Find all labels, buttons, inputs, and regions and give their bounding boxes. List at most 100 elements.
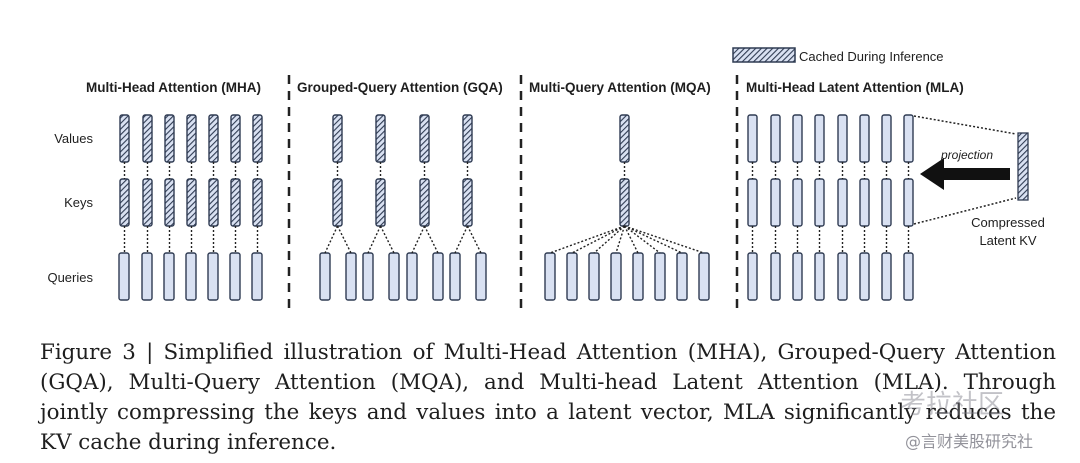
mha-query-head: [163, 252, 175, 301]
mla-query-head: [903, 252, 914, 301]
mha-key-head: [186, 178, 197, 227]
mha-key-head: [230, 178, 241, 227]
mqa-link: [615, 225, 626, 254]
gqa-key-head: [462, 178, 473, 227]
mqa-query-head: [632, 252, 644, 301]
mha-value-head: [142, 114, 153, 163]
gqa-link: [324, 225, 339, 254]
gqa-query-head: [362, 252, 374, 301]
row-label-keys: Keys: [64, 195, 93, 210]
mla-value-head: [859, 114, 870, 163]
latent-label-line1: Compressed: [971, 215, 1045, 230]
projection-arrow-icon: [920, 158, 1010, 190]
mla-query-head: [881, 252, 892, 301]
mha-value-head: [252, 114, 263, 163]
mha-value-head: [208, 114, 219, 163]
figure-caption: Figure 3 | Simplified illustration of Mu…: [40, 340, 1056, 455]
mla-query-head: [859, 252, 870, 301]
mqa-key-head: [619, 178, 630, 227]
latent-kv-block: [1017, 132, 1029, 201]
gqa-link: [454, 225, 469, 254]
gqa-query-head: [319, 252, 331, 301]
attention-diagram: Cached During Inference Multi-Head Atten…: [47, 47, 1045, 315]
mqa-query-head: [676, 252, 688, 301]
mqa-link: [593, 225, 625, 254]
row-label-queries: Queries: [47, 270, 93, 285]
mla-projection: projection Compressed Latent KV: [913, 115, 1045, 248]
mla-value-head: [881, 114, 892, 163]
mha-query-head: [251, 252, 263, 301]
mla-query-head: [792, 252, 803, 301]
projection-bracket-bottom: [913, 197, 1017, 225]
mha-query-head: [141, 252, 153, 301]
mqa-value-head: [619, 114, 630, 163]
mla-value-head: [747, 114, 758, 163]
mha-value-head: [230, 114, 241, 163]
mqa-query-head: [566, 252, 578, 301]
mha-value-head: [119, 114, 130, 163]
gqa-key-head: [375, 178, 386, 227]
gqa-query-head: [406, 252, 418, 301]
panel-title-mqa: Multi-Query Attention (MQA): [529, 80, 711, 95]
mla-key-head: [903, 178, 914, 227]
mla-key-head: [859, 178, 870, 227]
legend-label: Cached During Inference: [799, 49, 944, 64]
gqa-link: [423, 225, 439, 254]
gqa-query-head: [449, 252, 461, 301]
gqa-query-head: [388, 252, 400, 301]
mqa-link: [623, 225, 639, 254]
gqa-key-head: [332, 178, 343, 227]
mla-value-head: [903, 114, 914, 163]
gqa-key-head: [419, 178, 430, 227]
projection-label: projection: [940, 148, 993, 162]
mqa-query-head: [654, 252, 666, 301]
mha-value-head: [164, 114, 175, 163]
mqa-link: [624, 225, 683, 254]
mha-query-head: [185, 252, 197, 301]
mla-key-head: [792, 178, 803, 227]
gqa-link: [411, 225, 426, 254]
mha-key-head: [208, 178, 219, 227]
gqa-query-head: [475, 252, 487, 301]
gqa-value-head: [375, 114, 386, 163]
mqa-link: [624, 225, 705, 254]
watermark-logo: 考拉社区: [900, 390, 1005, 420]
panel-title-mha: Multi-Head Attention (MHA): [86, 80, 261, 95]
mqa-query-head: [610, 252, 622, 301]
mha-value-head: [186, 114, 197, 163]
mla-query-head: [814, 252, 825, 301]
gqa-link: [466, 225, 482, 254]
gqa-query-head: [345, 252, 357, 301]
mla-key-head: [837, 178, 848, 227]
attention-heads: [118, 114, 914, 301]
mha-query-head: [207, 252, 219, 301]
mha-query-head: [118, 252, 130, 301]
panel-title-mla: Multi-Head Latent Attention (MLA): [746, 80, 964, 95]
gqa-link: [367, 225, 382, 254]
mla-key-head: [881, 178, 892, 227]
row-label-values: Values: [54, 131, 93, 146]
latent-label-line2: Latent KV: [979, 233, 1036, 248]
mha-key-head: [119, 178, 130, 227]
mha-key-head: [164, 178, 175, 227]
mqa-query-head: [588, 252, 600, 301]
projection-bracket-top: [913, 115, 1017, 135]
gqa-value-head: [462, 114, 473, 163]
mla-key-head: [814, 178, 825, 227]
mla-value-head: [770, 114, 781, 163]
legend-swatch: [732, 47, 796, 63]
mqa-link: [624, 225, 661, 254]
gqa-value-head: [332, 114, 343, 163]
mha-key-head: [142, 178, 153, 227]
mla-key-head: [770, 178, 781, 227]
mla-key-head: [747, 178, 758, 227]
mla-value-head: [837, 114, 848, 163]
mha-query-head: [229, 252, 241, 301]
mla-value-head: [792, 114, 803, 163]
gqa-value-head: [419, 114, 430, 163]
gqa-link: [336, 225, 352, 254]
mqa-query-head: [698, 252, 710, 301]
gqa-query-head: [432, 252, 444, 301]
mla-query-head: [747, 252, 758, 301]
mqa-link: [549, 225, 625, 254]
